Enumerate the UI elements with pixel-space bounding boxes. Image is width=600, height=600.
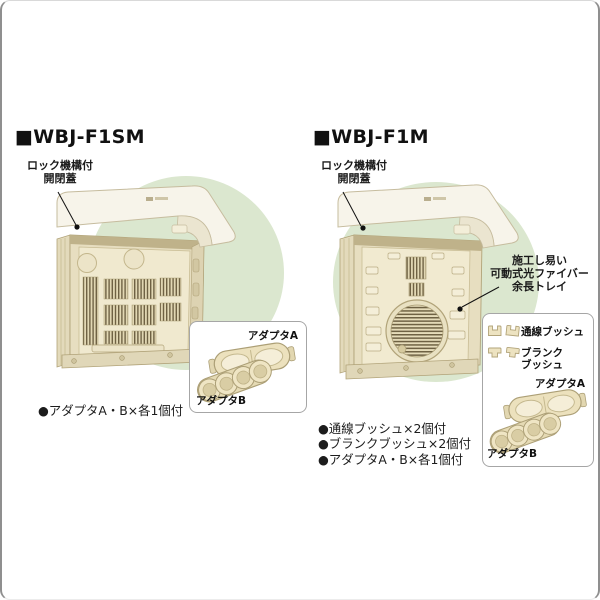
blank-bush-label-line1: ブランク: [521, 347, 563, 359]
tray-callout-line1: 施工し易い: [512, 254, 567, 267]
include-item: ●ブランクブッシュ×2個付: [318, 436, 471, 452]
lid: [56, 185, 236, 248]
adapter-a-label: アダプタA: [534, 378, 585, 390]
lid-callout-right-line1: ロック機構付: [321, 159, 387, 172]
product-image-wbj-f1sm: [56, 185, 236, 369]
adapter-b-label: アダプタB: [196, 395, 247, 407]
lid: [337, 184, 519, 249]
blank-bush-image: [488, 346, 520, 358]
wire-bush-label: 通線ブッシュ: [521, 326, 584, 338]
lid-callout-right-line2: 開閉蓋: [337, 172, 371, 185]
heading-wbj-f1sm: ■WBJ-F1SM: [15, 126, 145, 148]
lid-callout-left-line2: 開閉蓋: [43, 172, 77, 185]
adapter-a-label: アダプタA: [247, 330, 298, 342]
tray-callout: 施工し易い 可動式光ファイバー 余長トレイ: [479, 254, 598, 293]
include-item: ●通線ブッシュ×2個付: [318, 421, 447, 436]
fiber-tray: [385, 299, 449, 363]
lid-callout-left: ロック機構付 開閉蓋: [2, 159, 119, 185]
accessory-inset-wbj-f1sm: アダプタA アダプタB: [189, 321, 307, 413]
lid-callout-left-line1: ロック機構付: [27, 159, 93, 172]
includes-list-wbj-f1sm: ●アダプタA・B×各1個付: [38, 403, 183, 418]
blank-bush-label-line2: ブッシュ: [521, 359, 563, 371]
adapter-b-image: [489, 412, 562, 454]
adapter-a-image: [503, 389, 587, 423]
maker-logo: [424, 197, 446, 201]
lid-callout-right: ロック機構付 開閉蓋: [295, 159, 413, 185]
include-item: ●アダプタA・B×各1個付: [318, 451, 464, 467]
tray-callout-line2: 可動式光ファイバー: [490, 267, 589, 280]
maker-logo: [146, 197, 168, 201]
heading-wbj-f1m: ■WBJ-F1M: [313, 126, 429, 148]
box-body: [339, 234, 483, 380]
accessory-inset-wbj-f1m: 通線ブッシュ ブランク ブッシュ アダプタA: [482, 313, 594, 467]
include-item: ●アダプタA・B×各1個付: [38, 403, 184, 418]
adapter-b-label: アダプタB: [487, 448, 538, 460]
product-image-wbj-f1m: [337, 184, 519, 380]
adapter-b-image: [197, 359, 272, 403]
box-body: [56, 234, 205, 369]
wire-bush-image: [488, 324, 520, 337]
tray-callout-line3: 余長トレイ: [512, 280, 567, 293]
includes-list-wbj-f1m: ●通線ブッシュ×2個付 ●ブランクブッシュ×2個付 ●アダプタA・B×各1個付: [318, 421, 471, 467]
